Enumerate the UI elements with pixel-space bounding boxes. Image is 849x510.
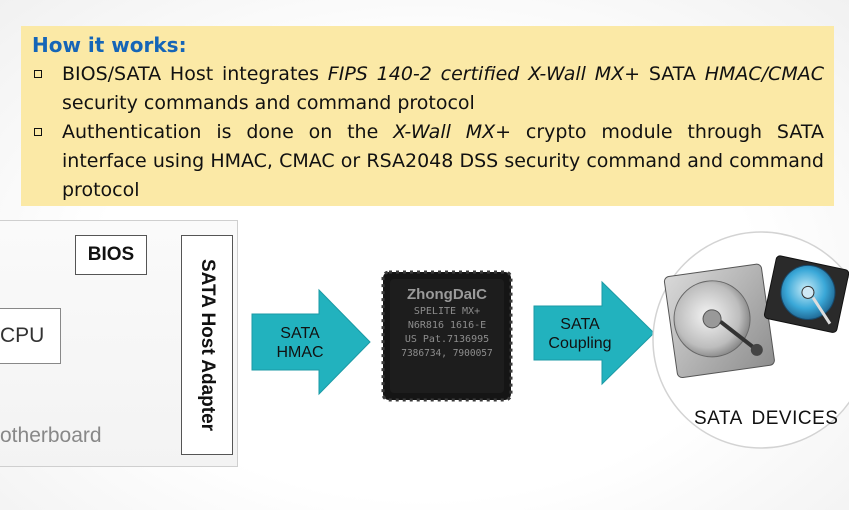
sata-devices-label: SATA DEVICES: [694, 408, 839, 429]
hard-drive-icon: [763, 255, 849, 333]
chip-line: N6R816 1616-E: [407, 320, 487, 331]
sata-hmac-arrow: [251, 288, 371, 396]
hard-drive-icon: [663, 263, 775, 379]
chip-line: SPELITE MX+: [413, 306, 481, 317]
bullet-square-icon: [34, 128, 42, 136]
sata-coupling-arrow: [533, 280, 655, 386]
chip-line: 7386734, 7900057: [401, 348, 493, 359]
bios-box: BIOS: [75, 235, 147, 275]
bullet-item: Authentication is done on the X-Wall MX+…: [32, 118, 824, 205]
sata-host-adapter-box: SATA Host Adapter: [181, 235, 233, 455]
info-panel: How it works: BIOS/SATA Host integrates …: [21, 26, 834, 206]
arrow1-label: SATA HMAC: [276, 325, 324, 361]
motherboard-label: otherboard: [0, 424, 102, 447]
cpu-box: CPU: [0, 308, 61, 364]
bullet-item: BIOS/SATA Host integrates FIPS 140-2 cer…: [32, 60, 824, 118]
chip-brand: ZhongDaIC: [407, 286, 487, 303]
chip-markings: ZhongDaIC SPELITE MX+ N6R816 1616-E US P…: [390, 285, 504, 361]
heading: How it works:: [32, 33, 187, 57]
arrow2-label: SATA Coupling: [548, 316, 612, 352]
bullet-square-icon: [34, 70, 42, 78]
crypto-chip: [381, 270, 513, 402]
chip-line: US Pat.7136995: [404, 334, 490, 345]
